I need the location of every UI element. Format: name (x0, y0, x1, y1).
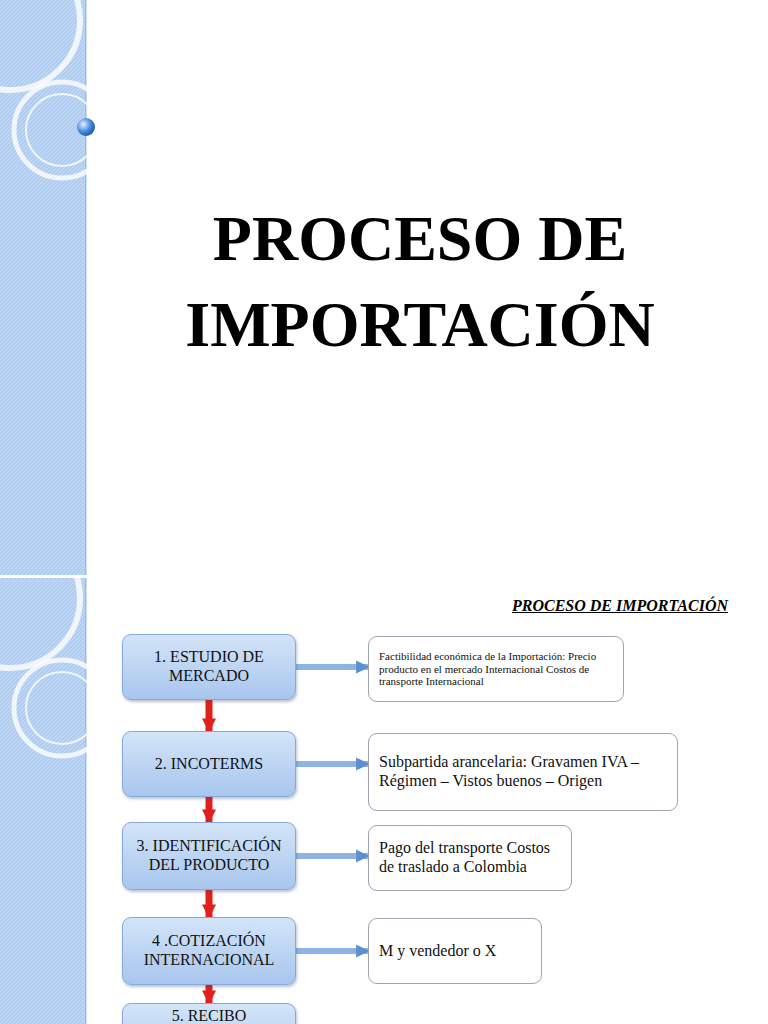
detail-box: Subpartida arancelaria: Gravamen IVA – R… (368, 733, 678, 811)
down-arrow (206, 797, 213, 822)
box-text: 5. RECIBO (131, 1007, 287, 1024)
right-arrow (296, 853, 368, 859)
deco-rings (0, 0, 110, 178)
right-arrow (296, 948, 368, 954)
step-box: 1. ESTUDIO DE MERCADO (122, 634, 296, 700)
box-text: 3. IDENTIFICACIÓN DEL PRODUCTO (131, 837, 287, 875)
slide-title: PROCESO DE IMPORTACIÓN (120, 196, 720, 368)
side-bar (0, 578, 85, 1024)
box-text: Pago del transporte Costos de traslado a… (379, 839, 561, 877)
step-box: 5. RECIBO (122, 1003, 296, 1024)
right-arrow (296, 664, 368, 670)
box-text: 1. ESTUDIO DE MERCADO (131, 648, 287, 686)
box-text: 4 .COTIZACIÓN INTERNACIONAL (131, 932, 287, 970)
down-arrow (206, 700, 213, 731)
box-text: M y vendedor o X (379, 942, 531, 961)
detail-box: M y vendedor o X (368, 918, 542, 984)
right-arrow (296, 761, 368, 767)
detail-box: Pago del transporte Costos de traslado a… (368, 825, 572, 891)
step-box: 3. IDENTIFICACIÓN DEL PRODUCTO (122, 822, 296, 890)
detail-box: Factibilidad económica de la Importación… (368, 636, 624, 702)
step-box: 2. INCOTERMS (122, 731, 296, 797)
down-arrow (206, 890, 213, 917)
slide-heading: PROCESO DE IMPORTACIÓN (380, 597, 728, 615)
step-box: 4 .COTIZACIÓN INTERNACIONAL (122, 917, 296, 985)
deco-rings (0, 578, 110, 756)
deco-sphere (77, 118, 95, 136)
box-text: Factibilidad económica de la Importación… (379, 650, 613, 689)
box-text: Subpartida arancelaria: Gravamen IVA – R… (379, 753, 667, 791)
box-text: 2. INCOTERMS (131, 755, 287, 774)
side-bar-edge (85, 578, 87, 1024)
down-arrow (206, 985, 213, 1003)
